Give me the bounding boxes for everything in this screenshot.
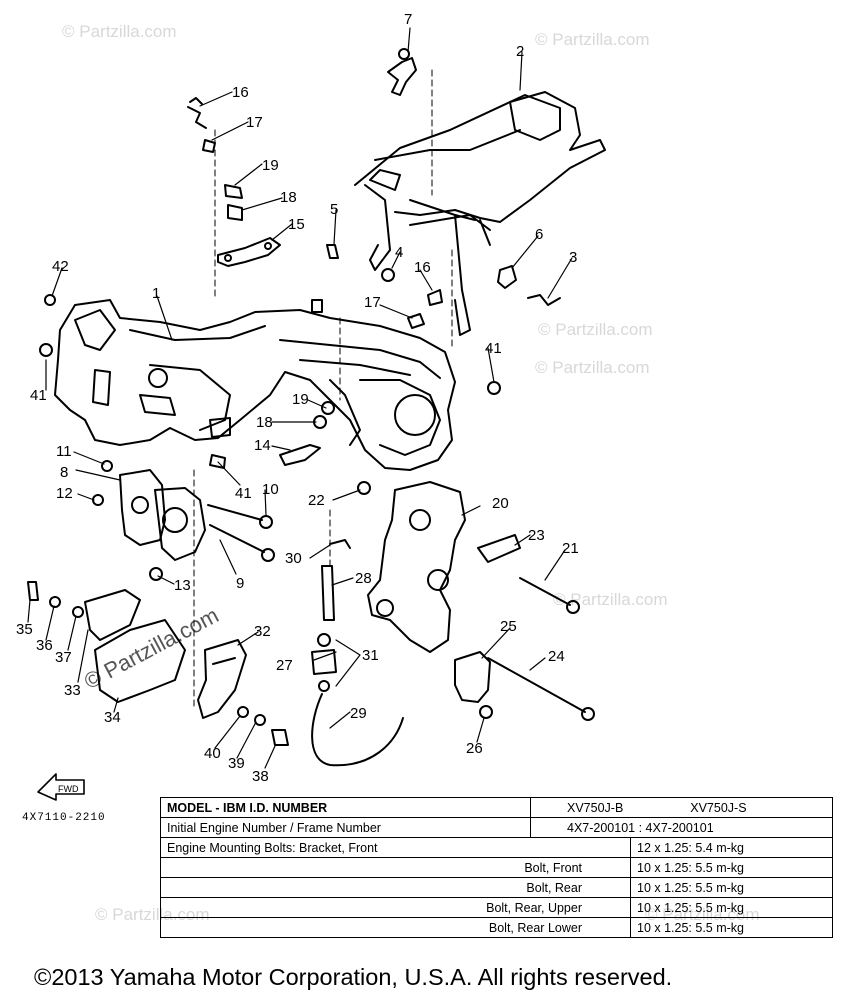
- spec-row-label: Bolt, Rear: [160, 877, 631, 898]
- spec-row-value: 12 x 1.25: 5.4 m-kg: [630, 837, 833, 858]
- callout-12: 12: [56, 485, 73, 502]
- callout-13: 13: [174, 577, 191, 594]
- model-b: XV750J-B: [567, 800, 624, 815]
- spec-row: Bolt, Rear Lower 10 x 1.25: 5.5 m-kg: [160, 917, 833, 938]
- callout-38: 38: [252, 768, 269, 785]
- callout-7: 7: [404, 11, 412, 28]
- spec-row-label: Bolt, Rear, Upper: [160, 897, 631, 918]
- watermark: © Partzilla.com: [553, 590, 668, 609]
- callout-35: 35: [16, 621, 33, 638]
- callout-25: 25: [500, 618, 517, 635]
- callout-36: 36: [36, 637, 53, 654]
- hose: [311, 693, 404, 767]
- callout-11: 11: [56, 443, 72, 460]
- callout-41b: 41: [235, 485, 252, 502]
- callout-5: 5: [330, 201, 338, 218]
- bracket: [217, 237, 281, 267]
- callout-17: 17: [246, 114, 263, 131]
- callout-19: 19: [262, 157, 279, 174]
- fwd-label: FWD: [58, 784, 79, 794]
- bolt: [487, 657, 586, 713]
- watermark: © Partzilla.com: [535, 358, 650, 377]
- spec-row-value: 10 x 1.25: 5.5 m-kg: [630, 857, 833, 878]
- spec-row: Engine Mounting Bolts: Bracket, Front 12…: [160, 837, 833, 858]
- callout-8: 8: [60, 464, 68, 481]
- model-s: XV750J-S: [690, 800, 747, 815]
- callout-27: 27: [276, 657, 293, 674]
- bolt: [207, 504, 263, 521]
- callout-1: 1: [152, 285, 160, 302]
- bolt: [519, 577, 571, 606]
- callout-6: 6: [535, 226, 543, 243]
- model-label: MODEL - IBM I.D. NUMBER: [160, 797, 531, 818]
- callout-19b: 19: [292, 391, 309, 408]
- spec-row: Bolt, Front 10 x 1.25: 5.5 m-kg: [160, 857, 833, 878]
- callout-37: 37: [55, 649, 72, 666]
- callout-18b: 18: [256, 414, 273, 431]
- spec-table: MODEL - IBM I.D. NUMBER XV750J-B XV750J-…: [160, 797, 833, 947]
- spec-row-label: Engine Mounting Bolts: Bracket, Front: [160, 837, 631, 858]
- callout-31: 31: [362, 647, 379, 664]
- callout-28: 28: [355, 570, 372, 587]
- spec-engine-frame-row: Initial Engine Number / Frame Number 4X7…: [160, 817, 833, 838]
- callout-2: 2: [516, 43, 524, 60]
- callout-34: 34: [104, 709, 121, 726]
- callout-22: 22: [308, 492, 325, 509]
- callout-16b: 16: [414, 259, 431, 276]
- callout-24: 24: [548, 648, 565, 665]
- bolt: [209, 524, 265, 553]
- callout-40: 40: [204, 745, 221, 762]
- main-frame: [54, 299, 456, 471]
- callout-4: 4: [395, 244, 403, 261]
- callout-20: 20: [492, 495, 509, 512]
- callout-41c: 41: [485, 340, 502, 357]
- callout-39: 39: [228, 755, 245, 772]
- bracket: [387, 57, 417, 96]
- fwd-arrow: [37, 773, 85, 801]
- watermark: © Partzilla.com: [535, 30, 650, 49]
- front-engine-bracket: [119, 469, 206, 561]
- callout-41: 41: [30, 387, 47, 404]
- part-number: 4X7110-2210: [22, 812, 106, 824]
- rear-frame: [354, 91, 606, 336]
- engine-frame-label: Initial Engine Number / Frame Number: [160, 817, 531, 838]
- spec-header-row: MODEL - IBM I.D. NUMBER XV750J-B XV750J-…: [160, 797, 833, 818]
- spec-row-label: Bolt, Rear Lower: [160, 917, 631, 938]
- callout-42: 42: [52, 258, 69, 275]
- spec-row-label: Bolt, Front: [160, 857, 631, 878]
- callout-23: 23: [528, 527, 545, 544]
- callout-17b: 17: [364, 294, 381, 311]
- callout-10: 10: [262, 481, 279, 498]
- engine-frame-value: 4X7-200101 : 4X7-200101: [530, 817, 833, 838]
- callout-15: 15: [288, 216, 305, 233]
- spec-row-value: 10 x 1.25: 5.5 m-kg: [630, 897, 833, 918]
- callout-30: 30: [285, 550, 302, 567]
- callout-14: 14: [254, 437, 271, 454]
- callout-32: 32: [254, 623, 271, 640]
- callout-3: 3: [569, 249, 577, 266]
- watermark: © Partzilla.com: [538, 320, 653, 339]
- spec-row: Bolt, Rear 10 x 1.25: 5.5 m-kg: [160, 877, 833, 898]
- callout-26: 26: [466, 740, 483, 757]
- spec-row: Bolt, Rear, Upper 10 x 1.25: 5.5 m-kg: [160, 897, 833, 918]
- copyright-notice: ©2013 Yamaha Motor Corporation, U.S.A. A…: [34, 964, 673, 990]
- rear-engine-bracket: [367, 481, 466, 653]
- watermark: © Partzilla.com: [62, 22, 177, 41]
- spec-row-value: 10 x 1.25: 5.5 m-kg: [630, 877, 833, 898]
- callout-16: 16: [232, 84, 249, 101]
- callout-33: 33: [64, 682, 81, 699]
- callout-21: 21: [562, 540, 579, 557]
- callout-29: 29: [350, 705, 367, 722]
- callout-18: 18: [280, 189, 297, 206]
- callout-9: 9: [236, 575, 244, 592]
- spec-row-value: 10 x 1.25: 5.5 m-kg: [630, 917, 833, 938]
